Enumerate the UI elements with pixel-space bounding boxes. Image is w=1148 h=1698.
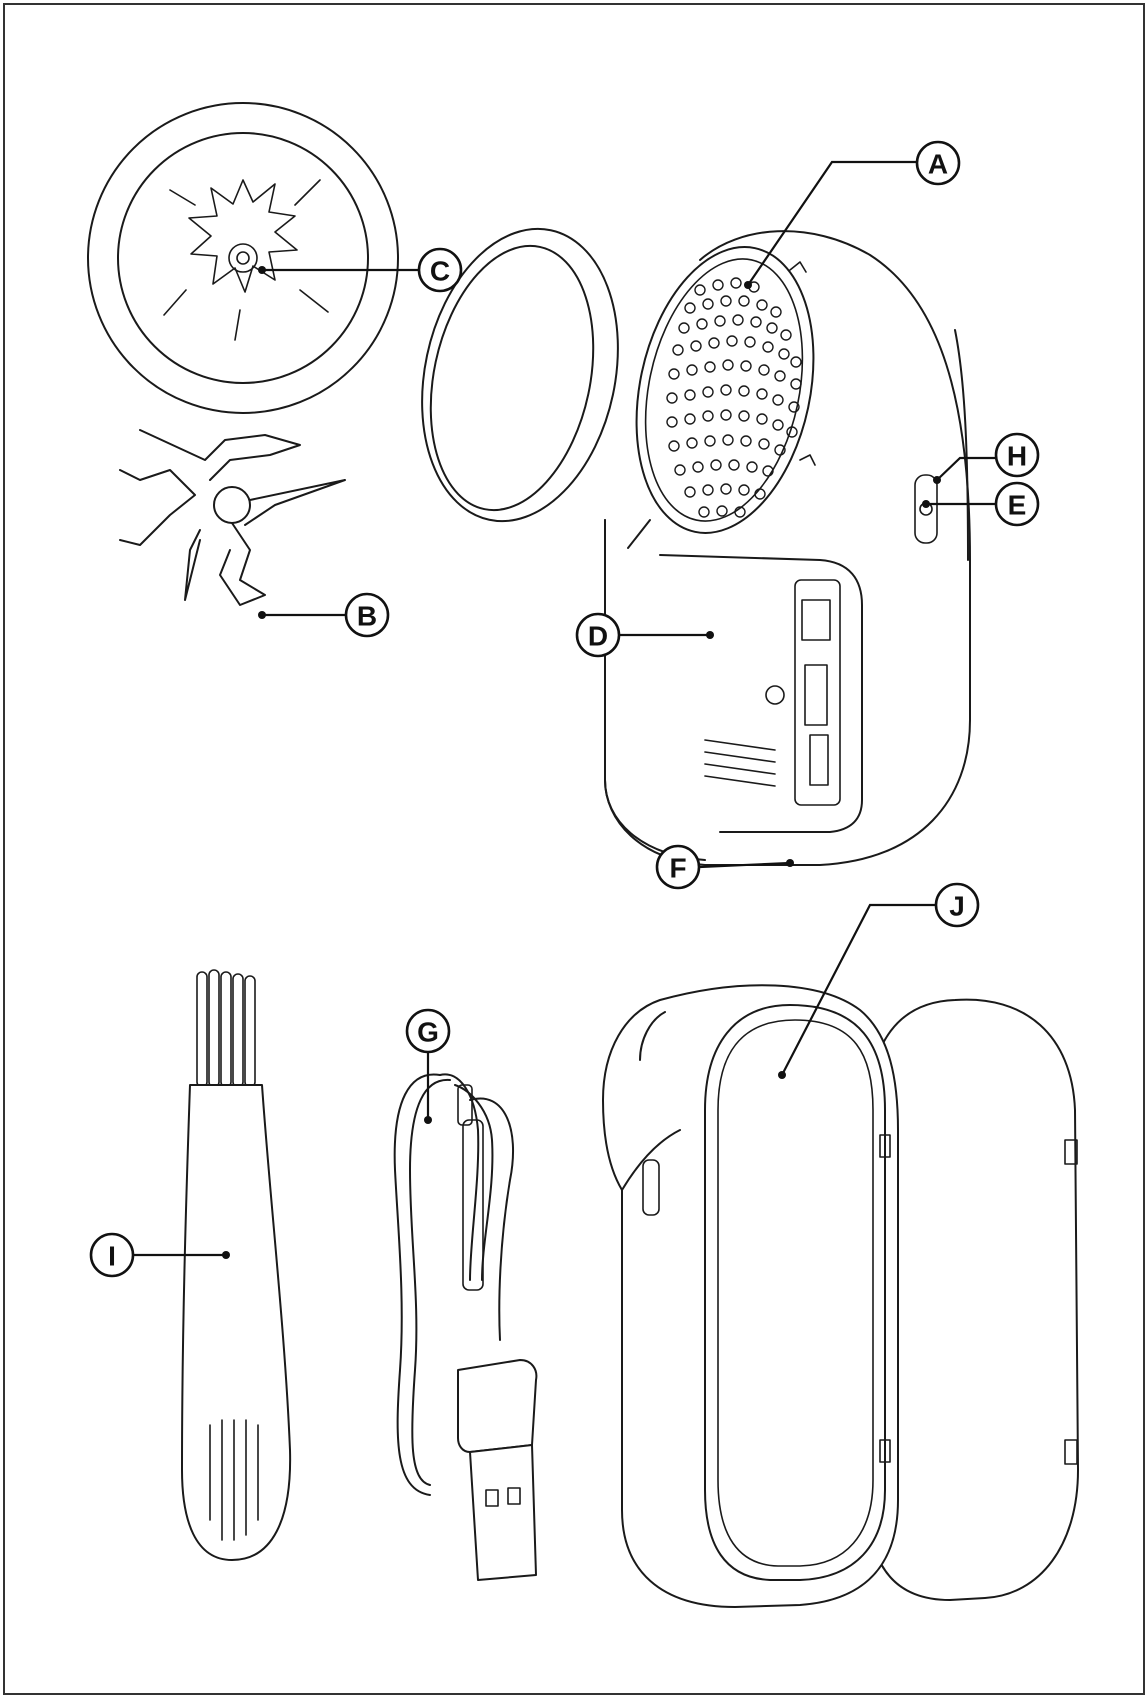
- callout-b: B: [258, 592, 390, 638]
- label-h: H: [1007, 441, 1027, 472]
- callout-i: I: [89, 1232, 230, 1278]
- part-b-blade: [119, 429, 346, 606]
- label-b-badge: [344, 592, 390, 638]
- label-h-badge: [994, 432, 1040, 478]
- label-a-badge: [915, 140, 961, 186]
- callout-g: G: [405, 1008, 451, 1124]
- label-d: D: [588, 621, 608, 652]
- label-b: B: [357, 601, 377, 632]
- part-j-storage-case: [602, 984, 1079, 1608]
- label-e: E: [1008, 490, 1027, 521]
- lint-remover-body: [604, 230, 971, 866]
- label-f: F: [669, 853, 686, 884]
- label-e-badge: [994, 481, 1040, 527]
- part-g-usb-cable: [393, 1073, 538, 1581]
- callout-j: J: [778, 882, 980, 1079]
- label-f-badge: [655, 844, 701, 890]
- callout-h: H: [933, 432, 1040, 484]
- label-j: J: [949, 891, 965, 922]
- label-i-badge: [89, 1232, 135, 1278]
- label-g-badge: [405, 1008, 451, 1054]
- label-g: G: [417, 1017, 439, 1048]
- callout-c: C: [258, 247, 463, 293]
- label-a: A: [928, 149, 948, 180]
- page-border: [3, 3, 1145, 1695]
- callout-d: D: [575, 612, 714, 658]
- sealing-ring: [421, 227, 619, 523]
- label-i: I: [108, 1241, 116, 1272]
- label-c-badge: [417, 247, 463, 293]
- label-c: C: [430, 256, 450, 287]
- callout-a: A: [744, 140, 961, 289]
- callout-e: E: [922, 481, 1040, 527]
- star-blade-icon: [163, 179, 329, 341]
- label-j-badge: [934, 882, 980, 928]
- callout-f: F: [655, 844, 794, 890]
- part-c-blade-disc: [87, 102, 399, 414]
- mesh-holes: [666, 277, 802, 518]
- label-d-badge: [575, 612, 621, 658]
- part-i-cleaning-brush: [181, 969, 292, 1561]
